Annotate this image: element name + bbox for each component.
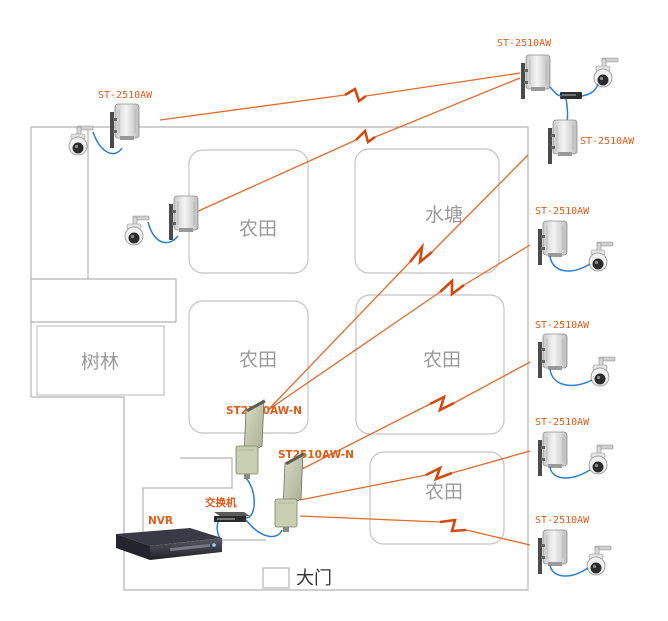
forest-strip xyxy=(31,278,177,323)
remote-4-label: ST-2510AW xyxy=(535,515,590,526)
remote-1-group: ST-2510AW xyxy=(535,206,614,272)
ptz-camera-icon xyxy=(593,57,619,88)
ptz-camera-icon xyxy=(590,356,616,387)
forest-area xyxy=(36,325,165,396)
outdoor-cpe-icon xyxy=(537,220,568,266)
link-p2-c xyxy=(299,474,427,501)
ethernet-cable xyxy=(147,221,179,244)
link-mid-b xyxy=(374,77,521,138)
outdoor-cpe-icon xyxy=(537,529,568,575)
link-p1-c xyxy=(267,291,441,411)
ptz-camera-icon xyxy=(588,444,614,475)
bolt-p2-a xyxy=(429,394,455,413)
link-p2-f xyxy=(465,529,531,546)
bolt-p2-c xyxy=(439,518,467,533)
link-p2-b xyxy=(453,361,531,404)
remote-2-label: ST-2510AW xyxy=(535,320,590,331)
switch-label: 交换机 xyxy=(205,496,237,509)
link-p2-a xyxy=(299,403,431,471)
link-top-a xyxy=(159,94,346,121)
bolt-top xyxy=(344,87,367,104)
wireless-links xyxy=(159,72,531,546)
field-4-label: 农田 xyxy=(425,481,463,503)
link-p1-b xyxy=(431,154,529,253)
panel-1-label: ST2510AW-N xyxy=(226,405,302,417)
link-p1-a xyxy=(267,261,411,411)
panel-antenna-icon xyxy=(274,452,306,533)
outdoor-cpe-icon xyxy=(537,431,568,477)
remote-4-group: ST-2510AW xyxy=(535,515,612,577)
base-station-group: ST-2510AW xyxy=(68,90,153,156)
nvr-recorder-icon xyxy=(116,528,222,560)
bolt-p1-a xyxy=(408,242,433,266)
outdoor-cpe-icon xyxy=(520,54,551,100)
site-boundary xyxy=(30,126,529,591)
network-switch-icon xyxy=(560,92,582,99)
ethernet-cable xyxy=(549,466,591,479)
link-top-b xyxy=(365,72,521,97)
link-p2-d xyxy=(451,450,531,474)
field-3-label: 农田 xyxy=(423,349,461,371)
forest-label: 树林 xyxy=(81,351,119,373)
nvr-label: NVR xyxy=(148,515,173,527)
top-right-label: ST-2510AW xyxy=(497,38,552,49)
link-mid-a xyxy=(193,139,357,214)
bolt-mid xyxy=(355,128,376,145)
right-2-label: ST-2510AW xyxy=(580,136,635,147)
bolt-p1-b xyxy=(439,278,465,297)
camera-group-2 xyxy=(124,195,199,246)
ethernet-cable xyxy=(245,477,255,519)
panel-2-group: ST2510AW-N xyxy=(274,449,354,533)
base-station-label: ST-2510AW xyxy=(98,90,153,101)
field-3 xyxy=(355,294,505,435)
field-2-label: 农田 xyxy=(239,349,277,371)
remote-3-group: ST-2510AW xyxy=(535,417,614,479)
field-1 xyxy=(188,149,309,274)
link-p1-d xyxy=(463,244,531,286)
bolt-p2-b xyxy=(425,465,453,482)
ethernet-cable xyxy=(581,83,599,97)
remote-2-group: ST-2510AW xyxy=(535,320,616,387)
nvr-group: NVR xyxy=(116,515,222,560)
ethernet-cable xyxy=(549,86,563,97)
remote-3-label: ST-2510AW xyxy=(535,417,590,428)
pond-label: 水塘 xyxy=(425,204,463,226)
ethernet-cable xyxy=(549,564,589,577)
network-switch-icon xyxy=(214,512,250,522)
ptz-camera-icon xyxy=(588,241,614,272)
pond-area xyxy=(354,148,500,274)
outdoor-cpe-icon xyxy=(537,333,568,379)
ethernet-cable xyxy=(245,519,283,538)
panel-2-label: ST2510AW-N xyxy=(278,449,354,461)
outdoor-cpe-icon xyxy=(547,119,578,165)
top-right-group: ST-2510AW ST-2510AW xyxy=(497,38,635,165)
field-1-label: 农田 xyxy=(239,218,277,240)
ptz-camera-icon xyxy=(124,215,150,246)
ethernet-cable xyxy=(92,131,123,155)
gate-box xyxy=(262,567,290,589)
ptz-camera-icon xyxy=(68,125,94,156)
link-p2-e xyxy=(299,515,441,523)
outdoor-cpe-icon xyxy=(109,103,140,149)
ethernet-cable xyxy=(549,368,593,387)
panel-1-group: ST2510AW-N xyxy=(226,399,302,480)
gate-label: 大门 xyxy=(296,568,332,589)
remote-1-label: ST-2510AW xyxy=(535,206,590,217)
ethernet-cable xyxy=(549,255,591,272)
ptz-camera-icon xyxy=(586,545,612,576)
